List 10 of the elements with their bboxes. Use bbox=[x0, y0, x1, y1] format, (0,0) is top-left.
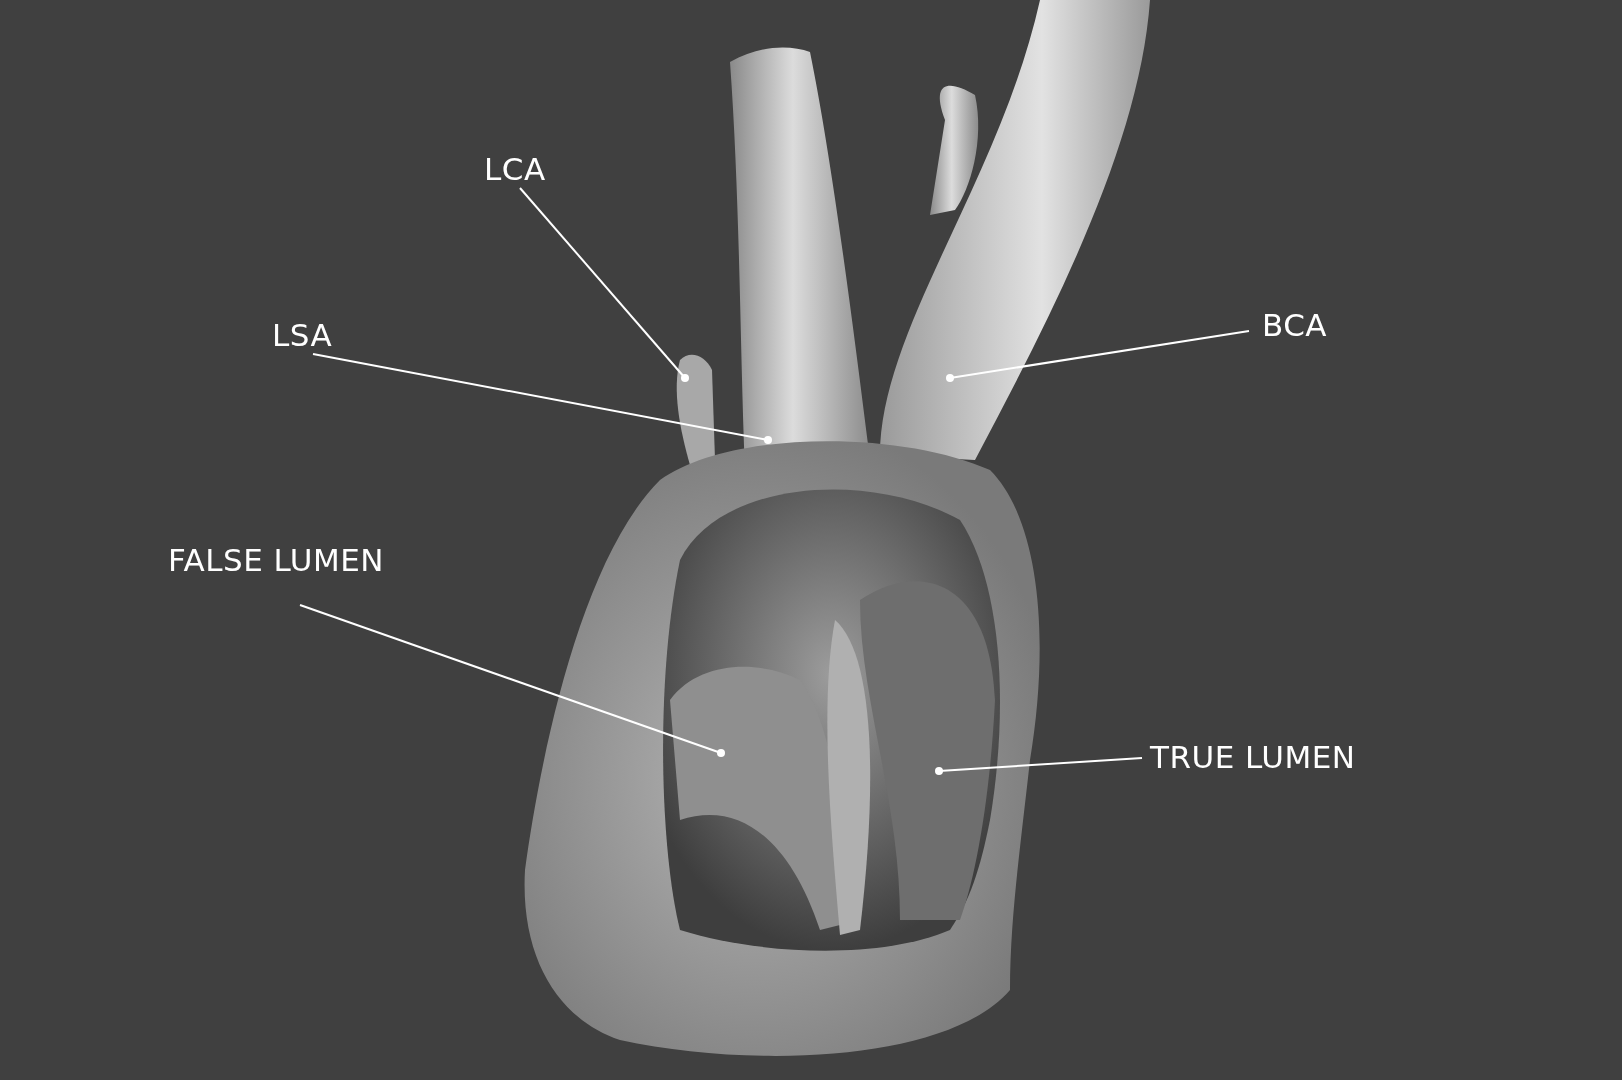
part-label: BCA bbox=[1262, 308, 1328, 342]
part-label: FALSE LUMEN bbox=[168, 543, 385, 577]
part-label: TRUE LUMEN bbox=[1150, 740, 1356, 774]
part-label: LCA bbox=[484, 152, 546, 186]
part-label: LSA bbox=[272, 318, 333, 352]
leader-line bbox=[935, 757, 1143, 775]
leader-line bbox=[519, 187, 689, 382]
leader-line bbox=[299, 604, 725, 757]
leader-line bbox=[946, 330, 1250, 382]
leader-line bbox=[312, 353, 772, 444]
